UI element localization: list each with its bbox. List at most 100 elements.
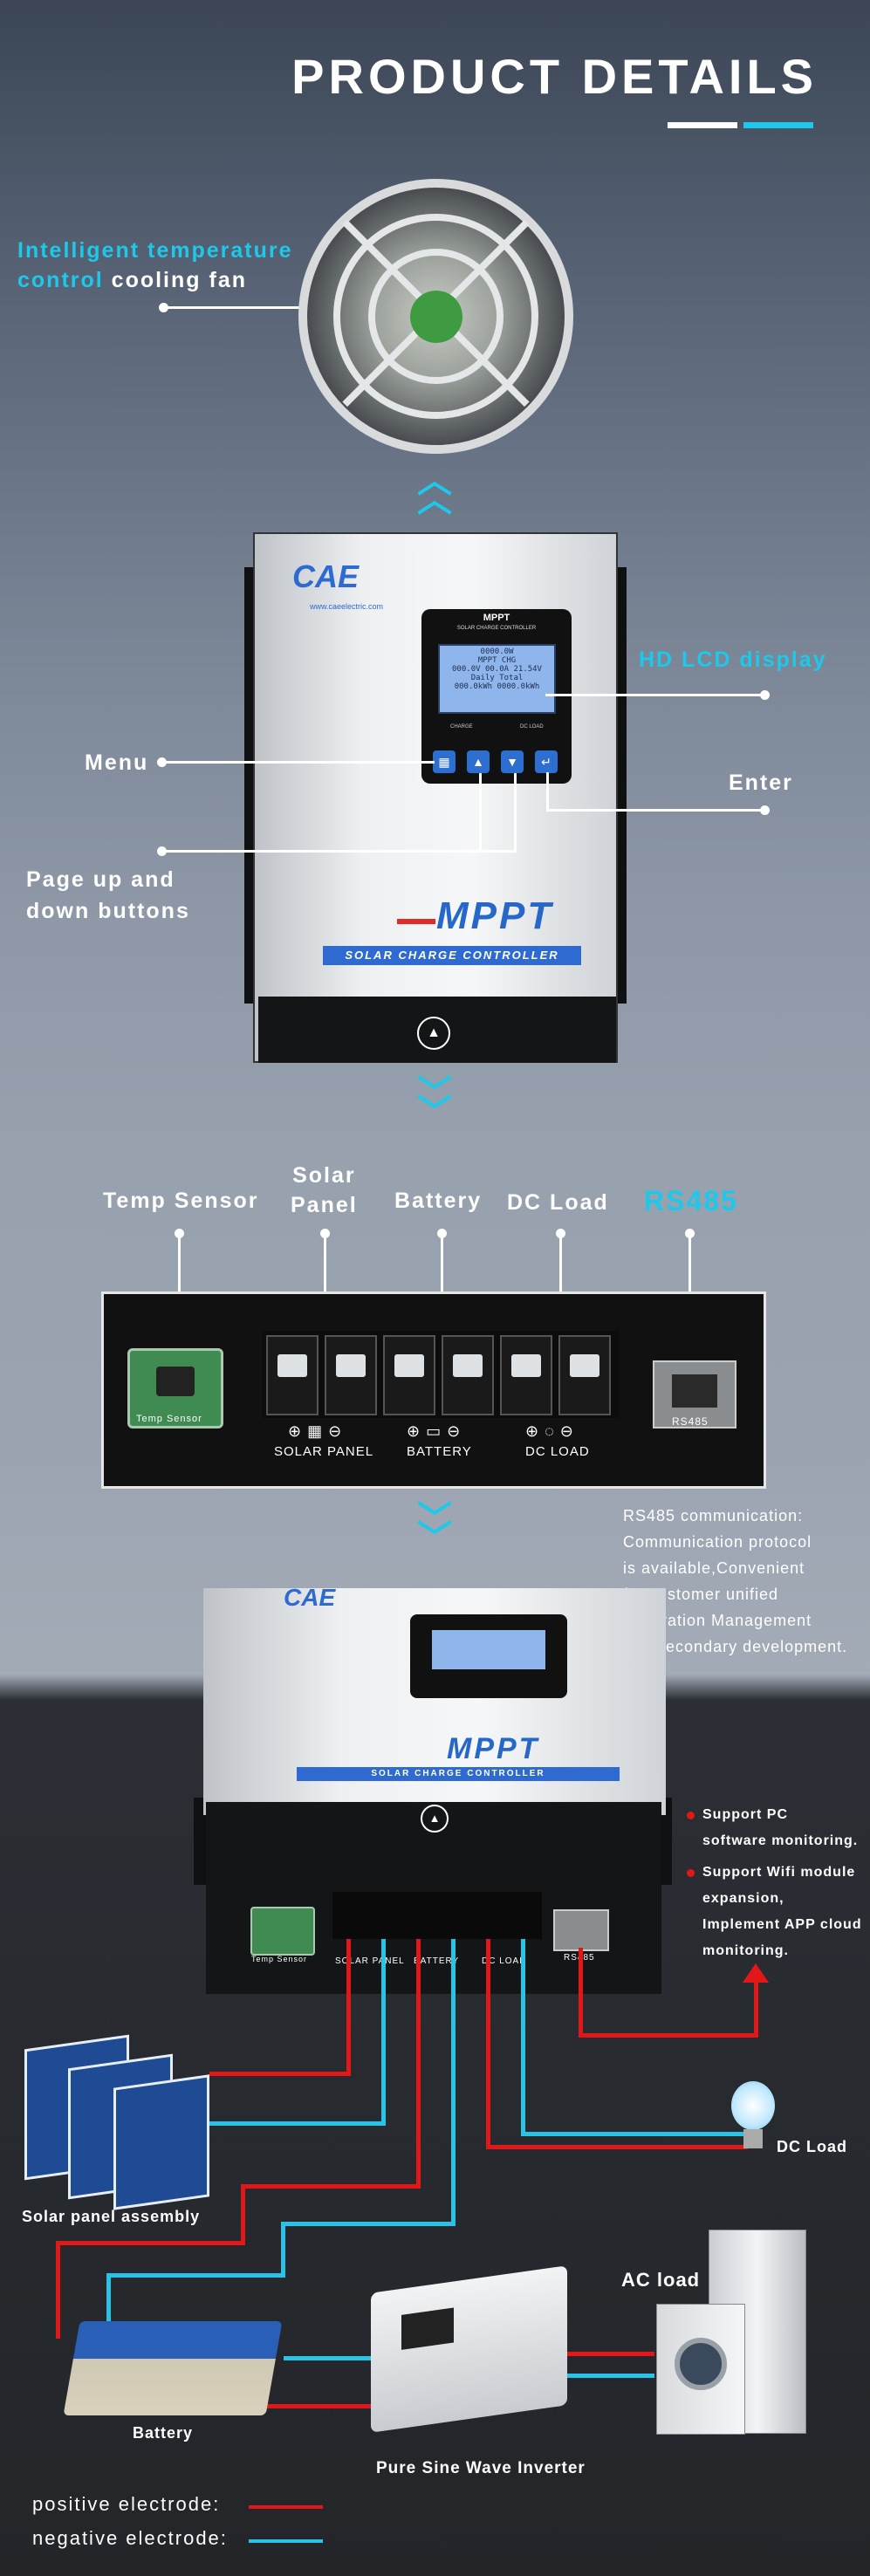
- support-note: Support PC software monitoring.: [687, 1802, 870, 1854]
- bulb-base: [743, 2129, 763, 2148]
- battery-port-label: Battery: [394, 1189, 483, 1213]
- dc-load-dot: [556, 1229, 565, 1238]
- temp-sensor-port-label: Temp Sensor: [103, 1189, 259, 1213]
- battery-negative-wire: [451, 1939, 456, 2226]
- load-polarity-icons: ⊕ ◌ ⊖: [525, 1422, 574, 1440]
- arrow-up-icon: [743, 1963, 769, 1983]
- battery-positive-wire: [416, 1939, 421, 2188]
- battery-label: Battery: [133, 2424, 194, 2442]
- support-note-line: Support Wifi module: [702, 1865, 856, 1880]
- temp-sensor-connector: [127, 1348, 223, 1428]
- support-note: Support Wifi module expansion, Implement…: [687, 1860, 870, 1964]
- fan-callout-dot: [159, 303, 168, 312]
- battery-dot: [437, 1229, 447, 1238]
- lower-lcd-screen: [432, 1630, 545, 1669]
- battery-positive-terminal: [383, 1335, 435, 1415]
- support-note-line: expansion,: [702, 1891, 784, 1906]
- page-buttons-label-line: down buttons: [26, 899, 190, 923]
- enter-callout-dot: [760, 805, 770, 815]
- battery-negative-wire: [281, 2222, 456, 2226]
- solar-dot: [320, 1229, 330, 1238]
- dc-load-line: [559, 1234, 562, 1316]
- legend-positive-swatch: [249, 2505, 323, 2509]
- page-up-button[interactable]: ▲: [467, 750, 490, 773]
- solar-negative-wire: [209, 2121, 386, 2126]
- lcd-callout-dot: [760, 690, 770, 700]
- battery-positive-wire: [241, 2184, 245, 2244]
- lower-lcd-panel: [410, 1614, 567, 1698]
- ac-load-wire: [567, 2374, 654, 2378]
- lower-label-battery: BATTERY: [414, 1956, 460, 1966]
- mppt-logo-stripe: [397, 919, 435, 924]
- support-notes: Support PC software monitoring. Support …: [687, 1802, 870, 1964]
- load-negative-terminal: [558, 1335, 611, 1415]
- rs485-note-line: Communication protocol: [623, 1533, 812, 1551]
- charge-indicator-label: CHARGE: [450, 724, 473, 730]
- page-down-button[interactable]: ▼: [501, 750, 524, 773]
- page-title: PRODUCT DETAILS: [291, 49, 818, 104]
- battery-negative-wire: [106, 2273, 111, 2334]
- legend-negative-swatch: [249, 2539, 323, 2543]
- fan-hub: [410, 291, 462, 343]
- battery-image: [63, 2321, 283, 2415]
- menu-button[interactable]: ▦: [433, 750, 456, 773]
- brand-emblem-icon: ▲: [417, 1017, 450, 1050]
- solar-line: [324, 1234, 326, 1316]
- solar-panel-label-line: Panel: [291, 1193, 358, 1217]
- dc-load-label: DC Load: [777, 2138, 847, 2155]
- lower-charge-banner: SOLAR CHARGE CONTROLLER: [297, 1767, 620, 1781]
- battery-polarity-icons: ⊕ ▭ ⊖: [407, 1422, 462, 1440]
- rs485-panel-label: RS485: [672, 1415, 709, 1428]
- load-indicator-label: DC LOAD: [520, 724, 544, 730]
- rs485-note-line: and secondary development.: [623, 1638, 848, 1655]
- solar-positive-wire: [209, 2072, 351, 2076]
- lcd-subtitle: SOLAR CHARGE CONTROLLER: [456, 626, 537, 631]
- load-positive-wire: [486, 1939, 490, 2148]
- lcd-callout-line: [545, 694, 766, 696]
- page-up-callout-line: [479, 773, 482, 852]
- load-positive-wire: [486, 2145, 748, 2149]
- lower-temp-sensor: [250, 1907, 315, 1956]
- bullet-icon: [687, 1812, 695, 1819]
- page-buttons-callout-line: [162, 850, 517, 853]
- inverter-image: [371, 2265, 567, 2433]
- temp-sensor-dot: [175, 1229, 184, 1238]
- rs485-note-line: is available,Convenient: [623, 1559, 805, 1577]
- ac-load-label: AC load: [621, 2269, 701, 2291]
- rs485-socket: [672, 1374, 717, 1408]
- solar-panel-label-line: Solar: [292, 1163, 356, 1188]
- enter-button[interactable]: ↵: [535, 750, 558, 773]
- rs485-wire: [579, 1948, 583, 2035]
- solar-panel-image: [113, 2074, 209, 2210]
- brand-url: www.caeelectric.com: [310, 602, 384, 611]
- enter-callout-line-h: [546, 809, 764, 812]
- solar-positive-wire: [346, 1939, 351, 2076]
- menu-callout-label: Menu: [85, 750, 149, 775]
- chevron-up-icon: ︿︿: [417, 462, 452, 519]
- ac-load-wire: [567, 2352, 654, 2356]
- menu-callout-dot: [157, 757, 167, 767]
- battery-negative-wire: [281, 2222, 285, 2278]
- lower-label-dcload: DC LOAD: [482, 1956, 527, 1966]
- battery-positive-wire: [56, 2241, 245, 2245]
- title-underline-white: [668, 122, 737, 128]
- inverter-positive-wire: [257, 2404, 380, 2408]
- lcd-line: 0000.0W: [480, 647, 514, 656]
- battery-panel-label: BATTERY: [407, 1444, 472, 1459]
- rs485-note-line: integration Management: [623, 1612, 812, 1629]
- page-down-callout-line: [514, 773, 517, 852]
- rs485-dot: [685, 1229, 695, 1238]
- load-positive-terminal: [500, 1335, 552, 1415]
- fan-label-rest: cooling fan: [103, 268, 247, 292]
- fan-label: Intelligent temperature control cooling …: [17, 236, 314, 295]
- chevron-down-icon: ﹀﹀: [417, 1500, 452, 1558]
- rs485-jack: [653, 1360, 736, 1428]
- lower-terminal-block: [332, 1892, 542, 1939]
- rs485-note-heading: RS485 communication:: [623, 1507, 804, 1524]
- support-note-line: monitoring.: [702, 1943, 789, 1958]
- battery-positive-wire: [241, 2184, 421, 2189]
- washer-door: [675, 2338, 727, 2390]
- cooling-fan-image: [298, 179, 573, 454]
- solar-negative-terminal: [325, 1335, 377, 1415]
